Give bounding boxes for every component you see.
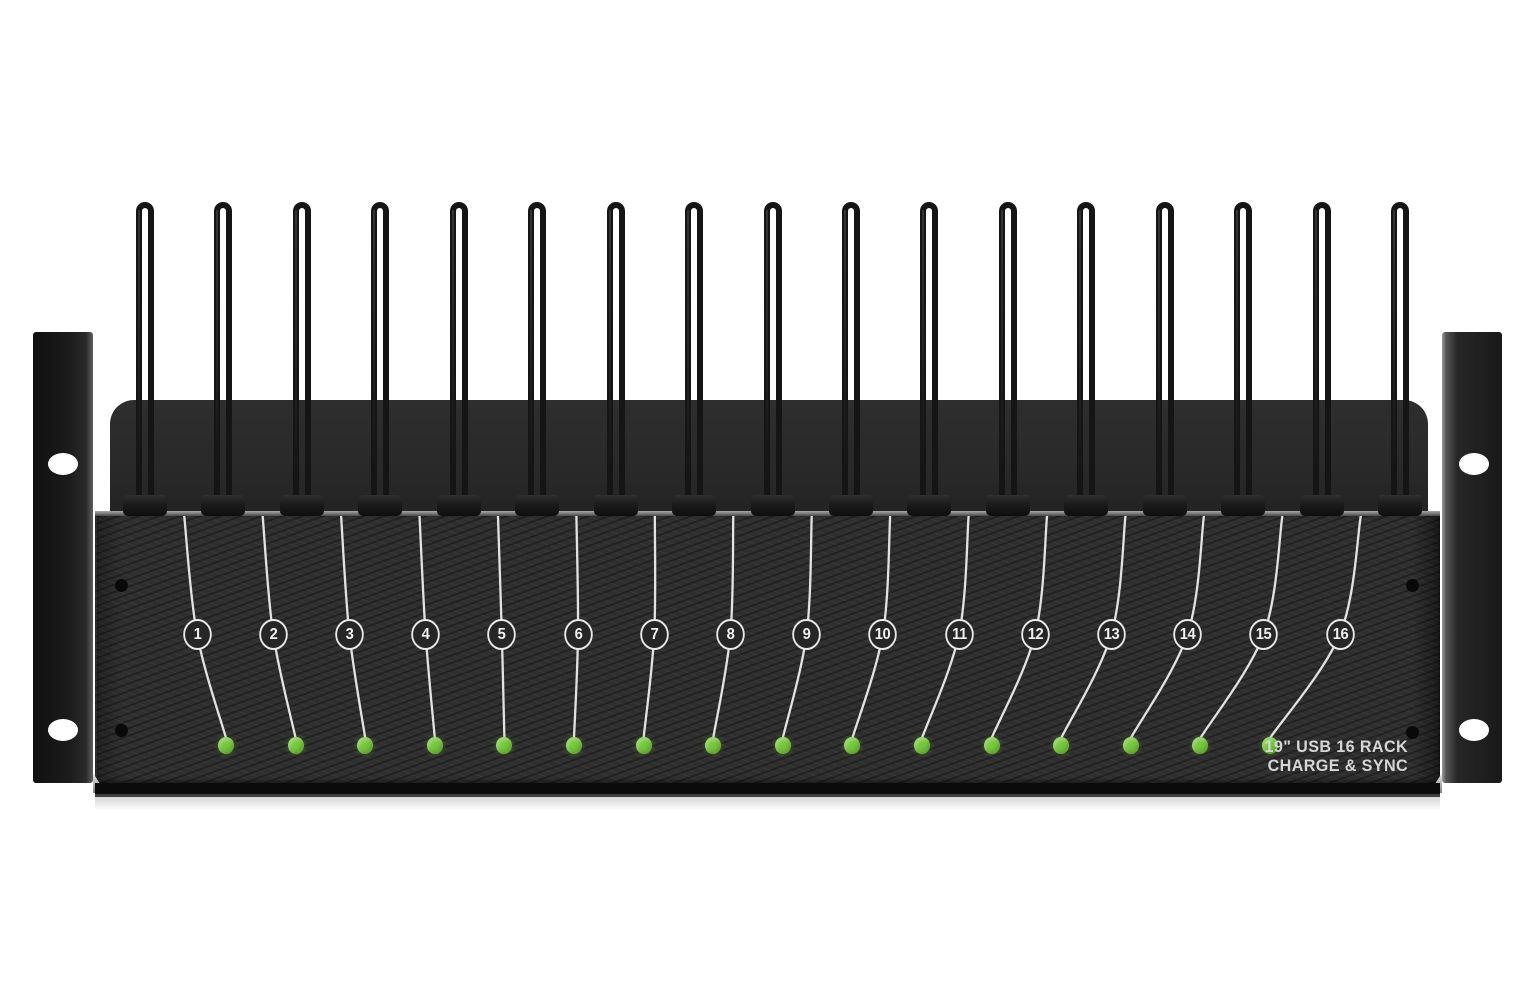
- slot-divider: [1299, 202, 1344, 516]
- panel-screw: [114, 723, 128, 737]
- rack-ear-right: [1442, 332, 1502, 783]
- slot-divider: [436, 202, 481, 516]
- panel-screw: [1405, 578, 1419, 592]
- divider-base-connector: [828, 495, 873, 516]
- slot-divider: [515, 202, 560, 516]
- port-number-badge: 1: [182, 618, 212, 650]
- divider-base-connector: [907, 495, 952, 516]
- port-number-badge: 4: [411, 618, 440, 650]
- divider-wire-loop: [685, 202, 704, 498]
- port-led-indicator: [844, 736, 861, 754]
- slot-divider: [201, 202, 246, 516]
- divider-base-connector: [436, 495, 481, 516]
- panel-screw: [114, 578, 128, 592]
- port-led-indicator: [635, 736, 652, 754]
- slot-divider: [907, 202, 952, 516]
- port-led-indicator: [1122, 736, 1139, 754]
- mounting-hole: [48, 453, 78, 475]
- slot-divider: [358, 202, 403, 516]
- port-led-indicator: [496, 736, 513, 754]
- front-panel: 1 2 3 4 5 6 7 8 9 10 11 12 13 14: [93, 516, 1442, 793]
- slot-divider: [279, 202, 324, 516]
- divider-wire-loop: [1077, 202, 1096, 498]
- slot-divider: [750, 202, 795, 516]
- mounting-hole: [1459, 719, 1489, 741]
- chassis-bottom-edge: [95, 783, 1440, 797]
- divider-wire-loop: [292, 202, 311, 498]
- port-number-badge: 3: [335, 618, 364, 650]
- port-led-indicator: [287, 736, 304, 754]
- divider-wire-loop: [136, 202, 154, 498]
- slot-divider: [985, 202, 1030, 516]
- mounting-hole: [1459, 453, 1489, 475]
- drop-shadow: [95, 797, 1440, 810]
- divider-wire-loop: [841, 202, 860, 498]
- port-number-badge: 9: [792, 618, 821, 650]
- divider-wire-loop: [528, 202, 547, 498]
- port-number-badge: 7: [639, 618, 669, 650]
- divider-base-connector: [1221, 495, 1266, 516]
- port-number-badge: 6: [563, 618, 593, 650]
- port-number-badge: 2: [258, 618, 288, 650]
- divider-base-connector: [1299, 495, 1344, 516]
- slot-divider: [1378, 202, 1422, 516]
- port-number-badge: 5: [487, 618, 517, 650]
- port-led-indicator: [983, 736, 1000, 754]
- port-led-indicator: [1192, 736, 1209, 754]
- divider-wire-loop: [1312, 202, 1331, 498]
- product-label-line2: CHARGE & SYNC: [1267, 756, 1408, 775]
- rack-ear-left: [33, 332, 93, 783]
- port-number-badge: 14: [1173, 618, 1202, 650]
- slot-divider: [123, 202, 167, 516]
- slot-divider: [1142, 202, 1187, 516]
- divider-wire-loop: [763, 202, 782, 498]
- divider-wire-loop: [920, 202, 939, 498]
- divider-wire-loop: [1155, 202, 1174, 498]
- divider-base-connector: [123, 495, 167, 516]
- divider-base-connector: [279, 495, 324, 516]
- divider-wire-loop: [606, 202, 625, 498]
- port-led-indicator: [566, 736, 582, 754]
- divider-base-connector: [1064, 495, 1109, 516]
- divider-base-connector: [750, 495, 795, 516]
- divider-base-connector: [672, 495, 717, 516]
- port-led-indicator: [1053, 736, 1070, 754]
- port-led-indicator: [357, 736, 374, 754]
- divider-wire-loop: [371, 202, 390, 498]
- divider-base-connector: [985, 495, 1030, 516]
- divider-wire-loop: [1234, 202, 1253, 498]
- port-number-badge: 13: [1097, 618, 1126, 650]
- slot-divider: [672, 202, 717, 516]
- slot-divider: [828, 202, 873, 516]
- divider-base-connector: [358, 495, 403, 516]
- port-number-badge: 15: [1249, 618, 1279, 650]
- divider-wire-loop: [1391, 202, 1409, 498]
- slot-divider: [1221, 202, 1266, 516]
- port-led-indicator: [426, 736, 443, 754]
- divider-wire-loop: [214, 202, 233, 498]
- divider-base-connector: [201, 495, 246, 516]
- panel-screw: [1405, 725, 1419, 739]
- slot-divider: [1064, 202, 1109, 516]
- port-led-indicator: [914, 736, 930, 754]
- port-number-badge: 16: [1325, 618, 1355, 650]
- port-number-badge: 11: [944, 618, 974, 650]
- slot-divider: [593, 202, 638, 516]
- port-number-badge: 10: [868, 618, 898, 650]
- divider-base-connector: [1378, 495, 1422, 516]
- port-led-indicator: [1262, 736, 1278, 754]
- divider-wire-loop: [998, 202, 1017, 498]
- mounting-hole: [48, 719, 78, 741]
- divider-wire-loop: [449, 202, 468, 498]
- product-label-line1: 19" USB 16 RACK: [1264, 737, 1408, 756]
- port-led-indicator: [218, 736, 234, 754]
- product-label: 19" USB 16 RACK CHARGE & SYNC: [1264, 737, 1408, 775]
- port-led-indicator: [774, 736, 791, 754]
- port-number-badge: 8: [716, 618, 745, 650]
- port-led-indicator: [705, 736, 722, 754]
- divider-base-connector: [1142, 495, 1187, 516]
- port-number-badge: 12: [1020, 618, 1050, 650]
- divider-base-connector: [515, 495, 560, 516]
- divider-base-connector: [593, 495, 638, 516]
